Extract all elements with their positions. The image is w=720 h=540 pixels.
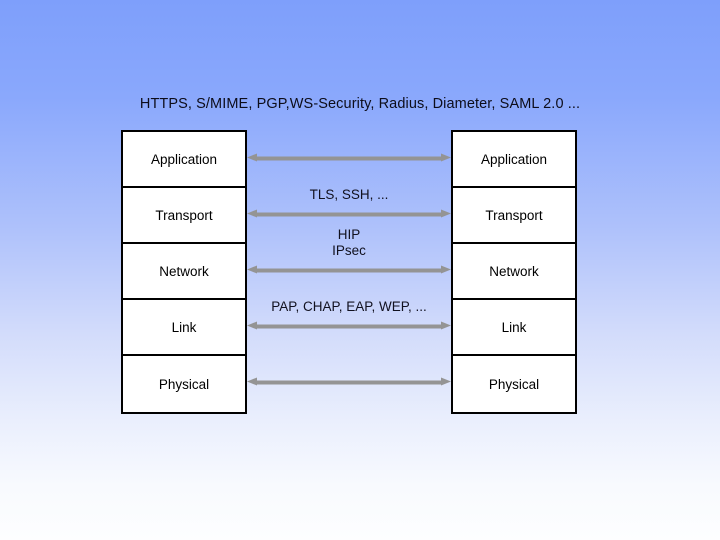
bidirectional-arrow-application-icon <box>247 153 451 163</box>
bidirectional-arrow-transport-icon <box>247 209 451 219</box>
left-layer-link[interactable]: Link <box>123 300 245 356</box>
bidirectional-arrow-link-icon <box>247 321 451 331</box>
left-layer-transport[interactable]: Transport <box>123 188 245 244</box>
arrow-row-transport: TLS, SSH, ... HIP <box>247 186 451 242</box>
arrowhead-right-icon <box>441 209 451 218</box>
arrow-label-link-above: PAP, CHAP, EAP, WEP, ... <box>271 299 427 314</box>
right-layer-physical[interactable]: Physical <box>453 356 575 412</box>
left-layer-network[interactable]: Network <box>123 244 245 300</box>
right-layer-application-label: Application <box>480 151 548 167</box>
arrowhead-right-icon <box>441 153 451 162</box>
right-layer-physical-label: Physical <box>488 376 540 392</box>
arrow-shaft <box>256 212 442 217</box>
left-layer-network-label: Network <box>159 263 209 279</box>
arrow-shaft <box>256 324 442 329</box>
right-layer-application[interactable]: Application <box>453 132 575 188</box>
arrow-label-transport-below: HIP <box>337 227 361 242</box>
left-layer-transport-label: Transport <box>155 207 213 223</box>
header-caption: HTTPS, S/MIME, PGP,WS-Security, Radius, … <box>139 96 581 112</box>
arrowhead-left-icon <box>247 321 257 330</box>
bidirectional-arrow-network-icon <box>247 265 451 275</box>
arrow-row-application <box>247 130 451 186</box>
arrow-row-network: IPsec <box>247 242 451 298</box>
arrowhead-left-icon <box>247 153 257 162</box>
right-layer-link-label: Link <box>501 319 527 335</box>
left-layer-link-label: Link <box>171 319 197 335</box>
right-layer-transport[interactable]: Transport <box>453 188 575 244</box>
arrowhead-right-icon <box>441 377 451 386</box>
arrow-shaft <box>256 156 442 161</box>
bidirectional-arrow-physical-icon <box>247 377 451 387</box>
left-layer-application-label: Application <box>150 151 218 167</box>
arrow-row-link: PAP, CHAP, EAP, WEP, ... <box>247 298 451 354</box>
right-protocol-stack: Application Transport Network Link Physi… <box>451 130 577 414</box>
left-layer-physical[interactable]: Physical <box>123 356 245 412</box>
arrow-label-network-above: IPsec <box>332 243 366 258</box>
arrow-shaft <box>256 268 442 273</box>
right-layer-network-label: Network <box>489 263 539 279</box>
arrow-label-transport-above: TLS, SSH, ... <box>309 187 389 202</box>
peer-arrow-region: TLS, SSH, ... HIP IPsec PAP, CHAP, EAP, … <box>247 130 451 410</box>
arrowhead-left-icon <box>247 209 257 218</box>
right-layer-link[interactable]: Link <box>453 300 575 356</box>
left-layer-physical-label: Physical <box>158 376 210 392</box>
arrowhead-right-icon <box>441 265 451 274</box>
arrowhead-left-icon <box>247 265 257 274</box>
arrowhead-left-icon <box>247 377 257 386</box>
right-layer-transport-label: Transport <box>485 207 543 223</box>
left-layer-application[interactable]: Application <box>123 132 245 188</box>
right-layer-network[interactable]: Network <box>453 244 575 300</box>
arrowhead-right-icon <box>441 321 451 330</box>
arrow-row-physical <box>247 354 451 410</box>
arrow-shaft <box>256 380 442 385</box>
left-protocol-stack: Application Transport Network Link Physi… <box>121 130 247 414</box>
